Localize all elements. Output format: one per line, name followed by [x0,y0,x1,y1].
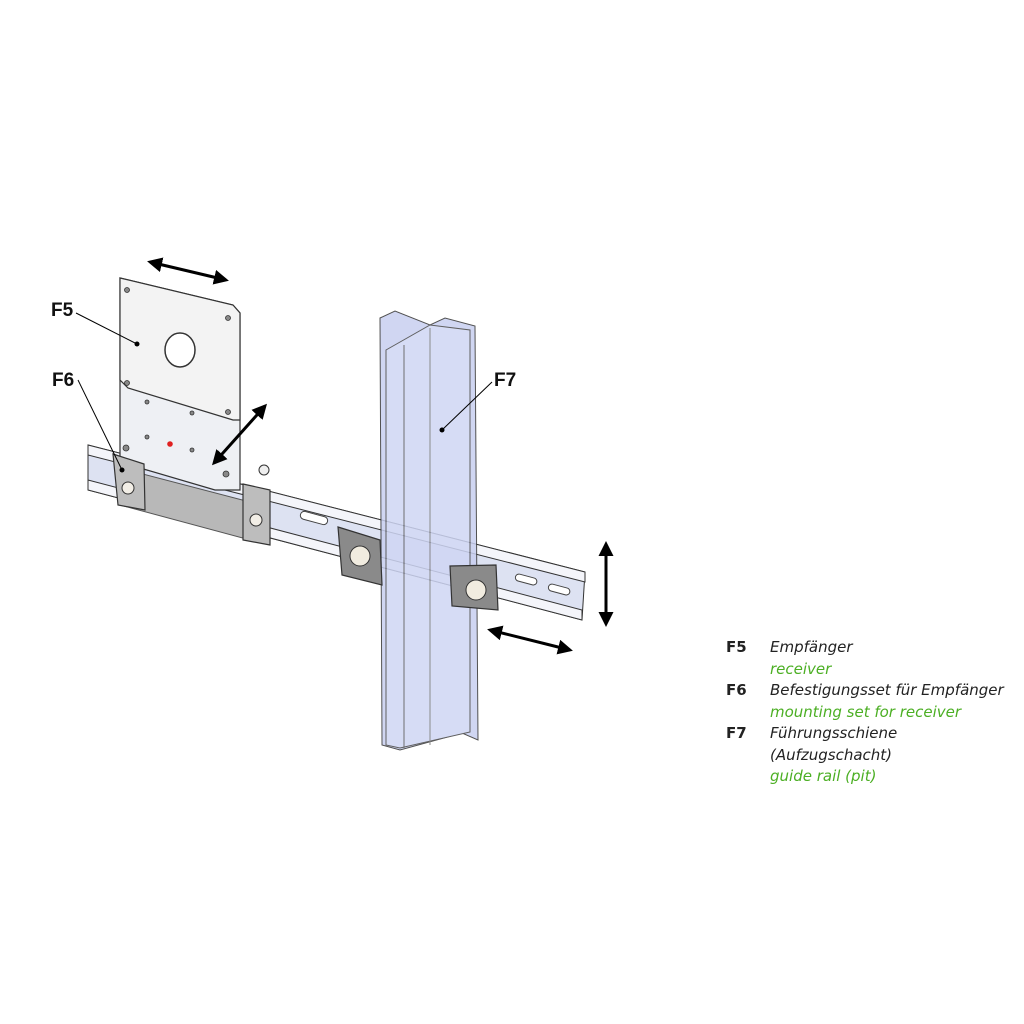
legend-code: F5 [726,638,747,656]
receiver-plate [119,277,241,491]
legend-english: receiver [770,659,832,678]
legend-english: guide rail (pit) [770,767,877,785]
rail-clamp [337,526,499,611]
leader-lines [75,312,493,471]
callout-f7: F7 [494,370,517,391]
guide-rail [379,310,479,751]
legend-german: Empfänger [770,638,853,656]
legend: F5 Empfänger receiver F6 Befestigungsset f… [726,637,1024,788]
legend-code: F6 [726,681,747,699]
horizontal-adjust-arrow [147,257,229,285]
legend-german: Führungsschiene (Aufzugschacht) [769,724,898,764]
callout-f6: F6 [52,370,75,391]
legend-code: F7 [726,724,747,742]
receiver-lens-hole [164,332,196,368]
legend-english: mounting set for receiver [770,702,962,721]
rail-slide-arrow [487,625,573,655]
indicator-led [167,441,173,447]
legend-german: Befestigungsset für Empfänger [770,681,1004,699]
callout-f5: F5 [51,300,74,321]
depth-adjust-arrow [211,403,268,466]
mounting-bracket [112,453,271,546]
